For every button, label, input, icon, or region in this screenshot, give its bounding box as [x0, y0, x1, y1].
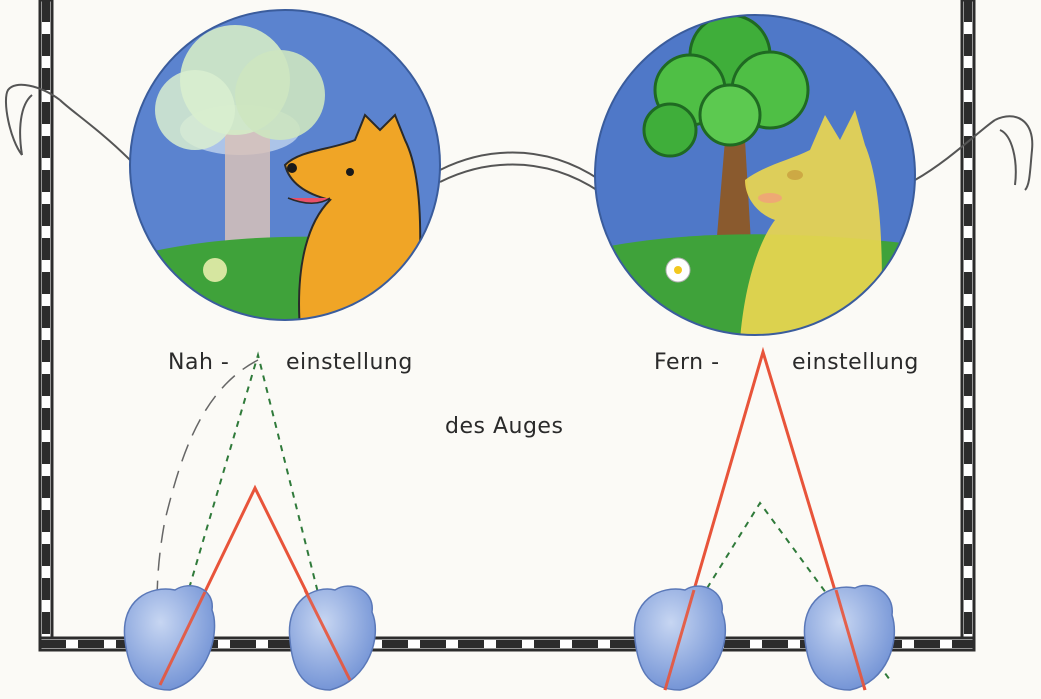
near-label-prefix: Nah -	[168, 350, 229, 375]
far-label-prefix: Fern -	[654, 350, 720, 375]
center-caption: des Auges	[445, 414, 563, 439]
far-focus-lens-scene	[590, 10, 920, 340]
near-focus-lens-scene	[120, 0, 460, 340]
far-label-suffix: einstellung	[792, 350, 919, 375]
near-label-suffix: einstellung	[286, 350, 413, 375]
eyeball-icon	[289, 586, 375, 690]
